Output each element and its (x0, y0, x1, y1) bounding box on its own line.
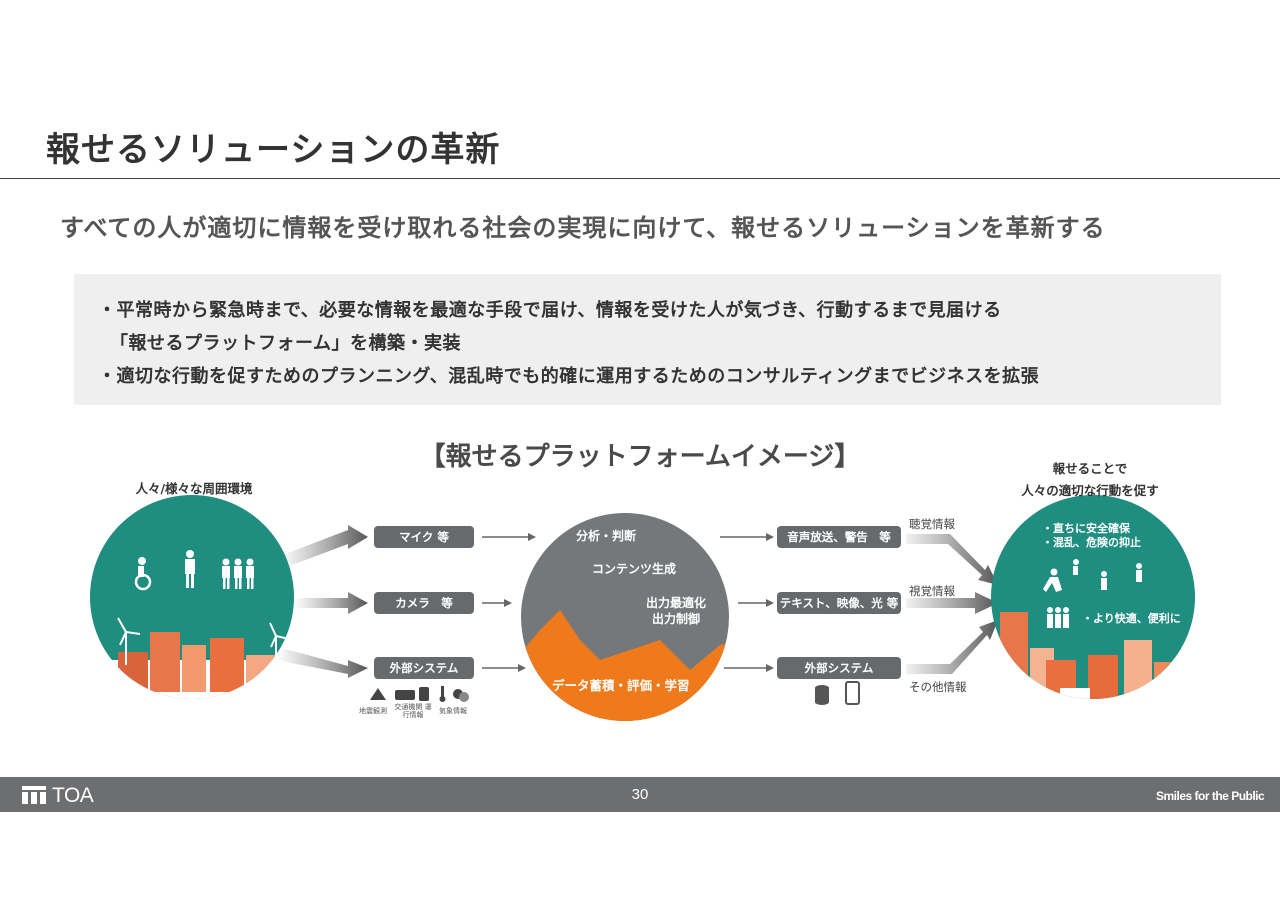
external-source-icons (370, 686, 469, 702)
output-optimization-label: 出力最適化 (646, 596, 707, 610)
analysis-label: 分析・判断 (576, 529, 637, 543)
visual-info-label: 視覚情報 (909, 584, 955, 598)
outcome-caption-2: 人々の適切な行動を促す (1021, 483, 1159, 498)
other-info-label: その他情報 (909, 680, 967, 694)
transit-label: 交通機関 運行情報 (394, 703, 432, 719)
outcome-circle (991, 495, 1195, 699)
summary-line-2: 「報せるプラットフォーム」を構築・実装 (110, 333, 461, 354)
earthquake-icon (370, 688, 386, 700)
action-people-icon (1043, 559, 1142, 628)
weather-label: 気象情報 (439, 707, 467, 715)
output-audio: 音声放送、警告 等 (777, 526, 901, 548)
people-icon (134, 550, 254, 591)
bus-icon (419, 687, 429, 701)
toa-logo-icon (22, 786, 46, 804)
page-title: 報せるソリューションの革新 (46, 130, 501, 170)
footer-bar (0, 777, 1280, 812)
output-external-system: 外部システム (777, 657, 901, 679)
content-generation-label: コンテンツ生成 (592, 562, 677, 576)
summary-line-1: ・平常時から緊急時まで、必要な情報を最適な手段で届け、情報を受けた人が気づき、行… (98, 300, 1002, 321)
people-city-circle (90, 495, 294, 699)
input-camera: カメラ 等 (374, 592, 474, 614)
outcome-caption-1: 報せることで (1052, 461, 1128, 476)
train-icon (395, 690, 415, 700)
page-number: 30 (631, 786, 649, 803)
diagram-title: 【報せるプラットフォームイメージ】 (419, 442, 861, 472)
tagline: Smiles for the Public (1156, 789, 1265, 803)
summary-box: ・平常時から緊急時まで、必要な情報を最適な手段で届け、情報を受けた人が気づき、行… (74, 274, 1221, 405)
output-control-label: 出力制御 (652, 612, 701, 626)
outcome-prevent-confusion: ・混乱、危険の抑止 (1042, 536, 1141, 549)
summary-line-3: ・適切な行動を促すためのプランニング、混乱時でも的確に運用するためのコンサルティ… (98, 366, 1040, 387)
subtitle: すべての人が適切に情報を受け取れる社会の実現に向けて、報せるソリューションを革新… (60, 214, 1106, 242)
title-divider (0, 178, 1280, 179)
output-visual: テキスト、映像、光 等 (777, 592, 901, 614)
input-mic: マイク 等 (374, 526, 474, 548)
data-learning-label: データ蓄積・評価・学習 (552, 678, 690, 693)
people-environment-caption: 人々/様々な周囲環境 (135, 481, 253, 496)
outcome-safety: ・直ちに安全確保 (1042, 522, 1130, 535)
outcome-comfort: ・より快適、便利に (1082, 612, 1181, 625)
earthquake-label: 地震観測 (359, 707, 387, 715)
input-arrows (276, 525, 368, 678)
platform-circle (521, 513, 729, 721)
smartphone-icon (845, 681, 860, 705)
center-arrows (482, 533, 774, 672)
input-external-system: 外部システム (374, 657, 474, 679)
wind-turbine-icon (117, 617, 290, 665)
output-system-icons (815, 681, 860, 705)
company-logo: TOA (52, 784, 94, 807)
auditory-info-label: 聴覚情報 (909, 517, 955, 531)
output-arrows (906, 534, 998, 674)
thermometer-icon (441, 686, 444, 698)
